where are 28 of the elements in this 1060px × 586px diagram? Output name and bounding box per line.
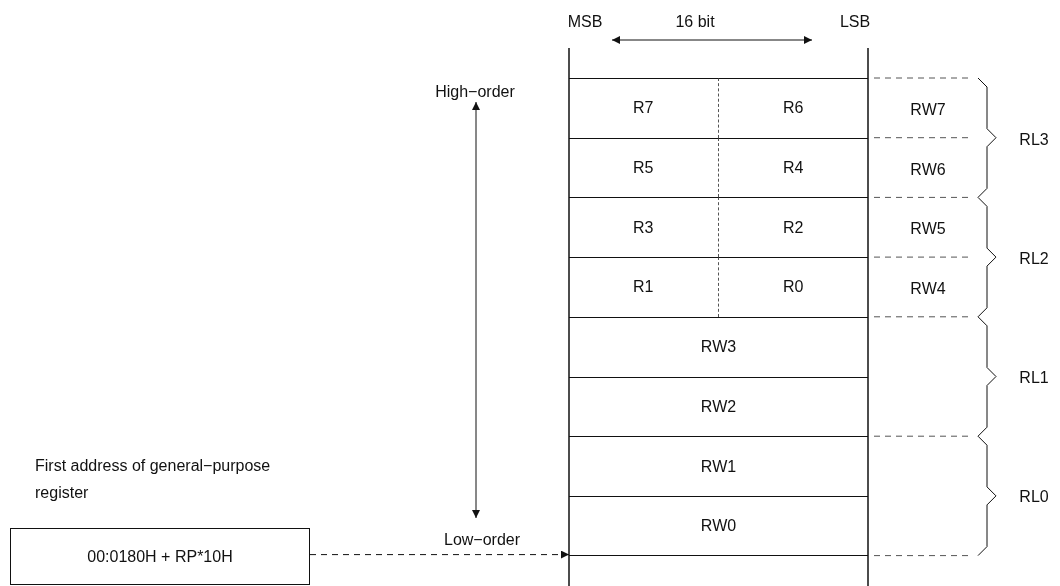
register-cell: R3 <box>569 197 719 258</box>
bit-label: MSB <box>567 13 603 31</box>
register-name: RL3 <box>1019 131 1049 149</box>
direction-label: High−order <box>435 83 515 101</box>
register-name: RW5 <box>910 220 946 238</box>
register-name: RL1 <box>1019 369 1049 387</box>
register-cell: RW3 <box>569 316 868 377</box>
register-cell: R4 <box>718 137 868 198</box>
register-name: RW4 <box>910 280 946 298</box>
register-cell: RW0 <box>569 495 868 556</box>
register-name: RW7 <box>910 101 946 119</box>
arrow <box>309 550 570 559</box>
register-cell: R2 <box>718 197 868 258</box>
direction-label: Low−order <box>444 531 520 549</box>
bit-label: LSB <box>839 13 871 31</box>
register-name: RW6 <box>910 161 946 179</box>
register-cell: R1 <box>569 257 719 317</box>
register-cell: R6 <box>718 78 868 138</box>
register-cell: RW2 <box>569 376 868 437</box>
register-cell: R0 <box>718 257 868 317</box>
caption-text: First address of general−purpose register <box>35 456 272 503</box>
address-box: 00:0180H + RP*10H <box>10 528 310 585</box>
register-cell: RW1 <box>569 436 868 496</box>
register-name: RL2 <box>1019 250 1049 268</box>
register-cell: R5 <box>569 137 719 198</box>
bit-width-label: 16 bit <box>675 13 715 31</box>
register-cell: R7 <box>569 78 719 138</box>
register-name: RL0 <box>1019 488 1049 506</box>
